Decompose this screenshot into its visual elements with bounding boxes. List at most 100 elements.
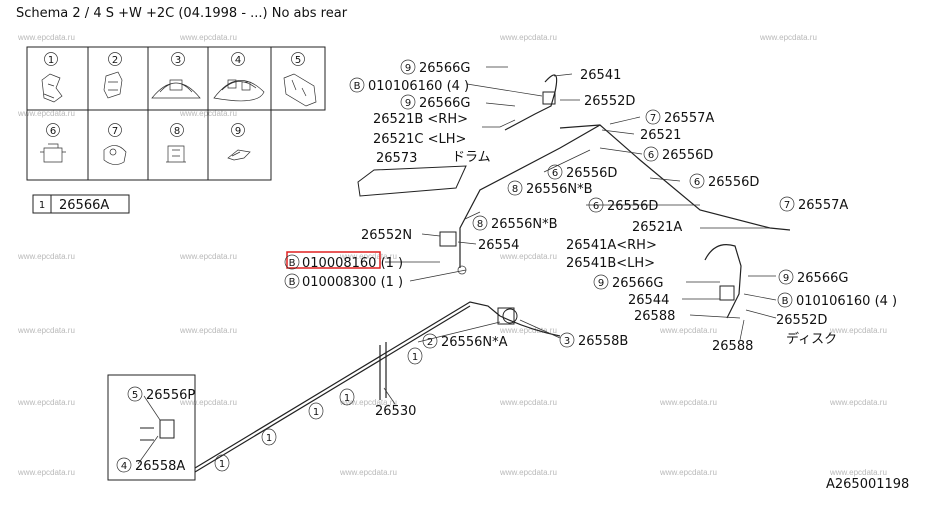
inset-box (107, 374, 196, 481)
label-26554[interactable]: 26554 (478, 238, 519, 253)
label-26544[interactable]: 26544 (628, 293, 669, 308)
watermark-layer: www.epcdata.ru www.epcdata.ru www.epcdat… (17, 33, 887, 477)
watermark: www.epcdata.ru (17, 33, 75, 42)
marker-1: 1 (339, 388, 355, 406)
svg-text:010008300 (1 ): 010008300 (1 ) (302, 275, 403, 290)
pipe-markers: 1 1 1 1 1 (214, 265, 467, 472)
page-title: Schema 2 / 4 S +W +2C (04.1998 - ...) No… (16, 6, 348, 21)
label-26521[interactable]: 26521 (640, 128, 681, 143)
svg-text:ドラム: ドラム (452, 150, 491, 165)
label-26541[interactable]: 26541 (580, 68, 621, 83)
svg-text:B: B (289, 258, 296, 269)
svg-text:26566G: 26566G (612, 276, 663, 291)
watermark: www.epcdata.ru (499, 398, 557, 407)
legend-number: 6 (50, 126, 56, 137)
legend-grid: 1 2 3 4 5 6 7 (26, 46, 326, 214)
svg-text:26588: 26588 (634, 309, 675, 324)
legend-number: 9 (235, 126, 241, 137)
marker-1 (457, 265, 467, 275)
svg-text:8: 8 (512, 184, 518, 195)
svg-text:6: 6 (552, 168, 558, 179)
legend-cell-2[interactable]: 2 (103, 52, 123, 99)
svg-text:6: 6 (694, 177, 700, 188)
legend-cell-9[interactable]: 9 (227, 123, 251, 161)
label-26552n[interactable]: 26552N (361, 228, 412, 243)
watermark: www.epcdata.ru (659, 326, 717, 335)
svg-text:1: 1 (344, 393, 350, 404)
legend-cell-1[interactable]: 1 (41, 52, 63, 103)
svg-text:26541: 26541 (580, 68, 621, 83)
watermark: www.epcdata.ru (17, 252, 75, 261)
svg-text:26521A: 26521A (632, 220, 682, 235)
watermark: www.epcdata.ru (499, 326, 557, 335)
svg-text:8: 8 (477, 219, 483, 230)
svg-text:9: 9 (405, 98, 411, 109)
label-26521b[interactable]: 26521B <RH> (373, 112, 468, 127)
svg-text:26558B: 26558B (578, 334, 628, 349)
watermark: www.epcdata.ru (339, 398, 397, 407)
svg-text:7: 7 (650, 113, 656, 124)
label-disc[interactable]: ディスク (786, 331, 837, 347)
watermark: www.epcdata.ru (659, 468, 717, 477)
label-26552d[interactable]: 26552D (584, 94, 635, 109)
svg-text:26521B <RH>: 26521B <RH> (373, 112, 468, 127)
svg-text:26558A: 26558A (135, 459, 185, 474)
svg-text:9: 9 (783, 273, 789, 284)
label-26573[interactable]: 26573 (376, 151, 417, 166)
svg-text:26521: 26521 (640, 128, 681, 143)
legend-cell-5[interactable]: 5 (283, 52, 317, 107)
legend-key-number: 1 (39, 200, 45, 211)
watermark: www.epcdata.ru (179, 33, 237, 42)
clip-icon (103, 145, 127, 165)
svg-text:26556D: 26556D (708, 175, 759, 190)
clip-icon (103, 71, 123, 99)
legend-cell-7[interactable]: 7 (103, 123, 127, 165)
highlight-box (286, 251, 381, 269)
label-26541b[interactable]: 26541B<LH> (566, 256, 655, 271)
label-drum[interactable]: ドラム (452, 150, 491, 165)
marker-1: 1 (214, 454, 230, 472)
label-26521c[interactable]: 26521C <LH> (373, 132, 466, 147)
legend-cell-3[interactable]: 3 (151, 52, 201, 99)
label-26530[interactable]: 26530 (375, 404, 416, 419)
svg-text:010106160 (4 ): 010106160 (4 ) (368, 79, 469, 94)
legend-cell-4[interactable]: 4 (213, 52, 265, 102)
diagram-code: A265001198 (826, 477, 909, 492)
svg-text:26552D: 26552D (584, 94, 635, 109)
label-26552d[interactable]: 26552D (776, 313, 827, 328)
legend-cell-6[interactable]: 6 (40, 123, 66, 163)
label-26521a[interactable]: 26521A (632, 220, 682, 235)
legend-number: 7 (112, 126, 118, 137)
svg-text:26541B<LH>: 26541B<LH> (566, 256, 655, 271)
label-26556d[interactable]: 6 26556D (547, 164, 617, 181)
bracket-icon (283, 73, 317, 107)
svg-text:26552N: 26552N (361, 228, 412, 243)
label-26588[interactable]: 26588 (712, 339, 753, 354)
svg-text:26530: 26530 (375, 404, 416, 419)
label-26588[interactable]: 26588 (634, 309, 675, 324)
component-shapes (140, 91, 735, 441)
label-26556d[interactable]: 6 26556D (689, 173, 759, 190)
legend-cell-8[interactable]: 8 (166, 123, 186, 163)
legend-number: 3 (175, 55, 181, 66)
label-26541a[interactable]: 26541A<RH> (566, 238, 657, 253)
svg-text:26556D: 26556D (566, 166, 617, 181)
